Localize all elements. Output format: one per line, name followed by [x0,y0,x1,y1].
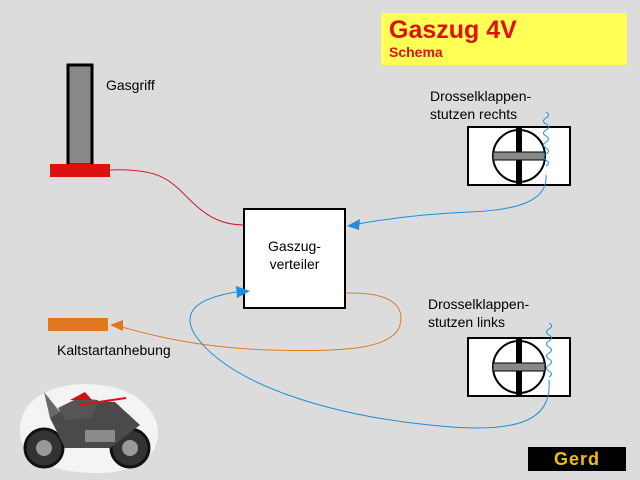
label-drossel-links-1: Drosselklappen- [428,296,530,312]
spring-right [543,111,549,167]
throttle-body-right [467,126,571,186]
label-drossel-rechts-1: Drosselklappen- [430,88,532,104]
throttle-grip-base [50,164,110,177]
gerd-logo: Gerd [528,447,626,471]
blue-cable-left [189,291,550,429]
throttle-grip [66,63,94,167]
orange-cable [121,292,402,352]
choke-lever [48,318,108,331]
diagram-subtitle: Schema [389,44,443,60]
label-drossel-rechts-2: stutzen rechts [430,106,518,122]
label-kaltstart: Kaltstartanhebung [57,342,171,358]
arrow-into-distributor-right [347,219,360,230]
blue-cable-right [357,174,547,225]
motorcycle-image [20,384,159,474]
label-drossel-links-2: stutzen links [428,314,506,330]
cable-distributor-box [243,208,346,309]
arrow-into-distributor-left [236,286,250,298]
red-cable [109,169,246,226]
title-box: Gaszug 4V Schema [381,13,627,65]
logo-text: Gerd [553,449,600,469]
label-gasgriff: Gasgriff [106,77,155,93]
throttle-body-left [467,337,571,397]
spring-left [546,322,552,378]
label-verteiler-1: Gaszug- [268,238,321,254]
diagram-title: Gaszug 4V [389,16,517,44]
arrow-into-kaltstart [110,320,123,331]
label-verteiler-2: verteiler [269,256,320,272]
